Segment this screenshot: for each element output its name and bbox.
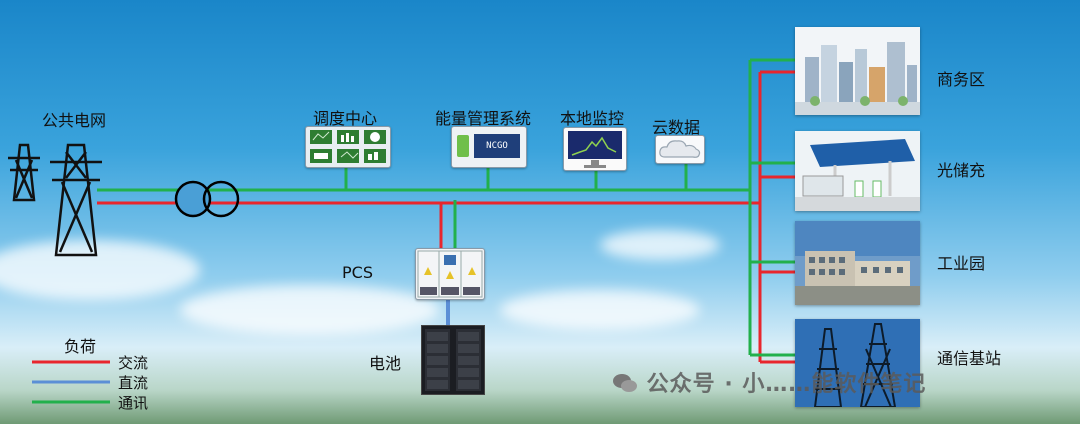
power-tower-icon	[8, 143, 102, 257]
industrial-park-photo	[795, 221, 920, 305]
cloud-decoration	[500, 290, 700, 330]
telecom-station-photo	[795, 319, 920, 408]
monitor-icon	[568, 131, 622, 168]
city-icon	[795, 27, 920, 115]
dispatch-center-panel	[305, 126, 391, 168]
pcs-cabinet-icon	[417, 250, 483, 298]
local-monitor-label: 本地监控	[560, 109, 625, 128]
battery-label: 电池	[369, 354, 402, 373]
ems-device-icon	[457, 135, 469, 157]
cloud-decoration	[0, 240, 200, 300]
legend-title: 负荷	[64, 337, 97, 356]
ems-panel: NCGO	[451, 126, 527, 168]
battery-rack	[421, 325, 485, 395]
dispatch-center-label: 调度中心	[313, 109, 378, 128]
wechat-icon	[612, 372, 638, 394]
ems-label: 能量管理系统	[435, 109, 532, 128]
watermark: 公众号 · 小……能软件笔记	[612, 366, 926, 398]
cloud-data-panel	[655, 135, 705, 164]
solar-charging-station-icon	[795, 131, 920, 211]
dashboard-icon	[310, 130, 386, 163]
pcs-label: PCS	[342, 263, 373, 282]
cloud-icon	[659, 140, 701, 158]
cloud-decoration	[180, 285, 440, 335]
watermark-text: 公众号 · 小……能软件笔记	[646, 372, 927, 397]
load-label-business: 商务区	[937, 70, 986, 89]
battery-rack-icon	[425, 329, 481, 391]
grid-label: 公共电网	[42, 111, 107, 130]
legend-dc-label: 直流	[118, 374, 149, 392]
transformer-icon	[174, 180, 240, 218]
load-label-solar: 光储充	[937, 161, 986, 180]
legend-ac-label: 交流	[118, 354, 149, 372]
solar-charging-photo	[795, 131, 920, 211]
ems-screen: NCGO	[474, 134, 520, 158]
legend-comm-label: 通讯	[118, 394, 149, 412]
cloud-decoration	[600, 230, 720, 260]
business-district-photo	[795, 27, 920, 115]
load-label-industrial: 工业园	[937, 254, 986, 273]
load-label-telecom: 通信基站	[937, 349, 1002, 368]
pcs-cabinet	[415, 248, 485, 300]
industrial-park-icon	[795, 221, 920, 305]
cloud-data-label: 云数据	[652, 118, 701, 137]
local-monitor-panel	[563, 127, 627, 171]
